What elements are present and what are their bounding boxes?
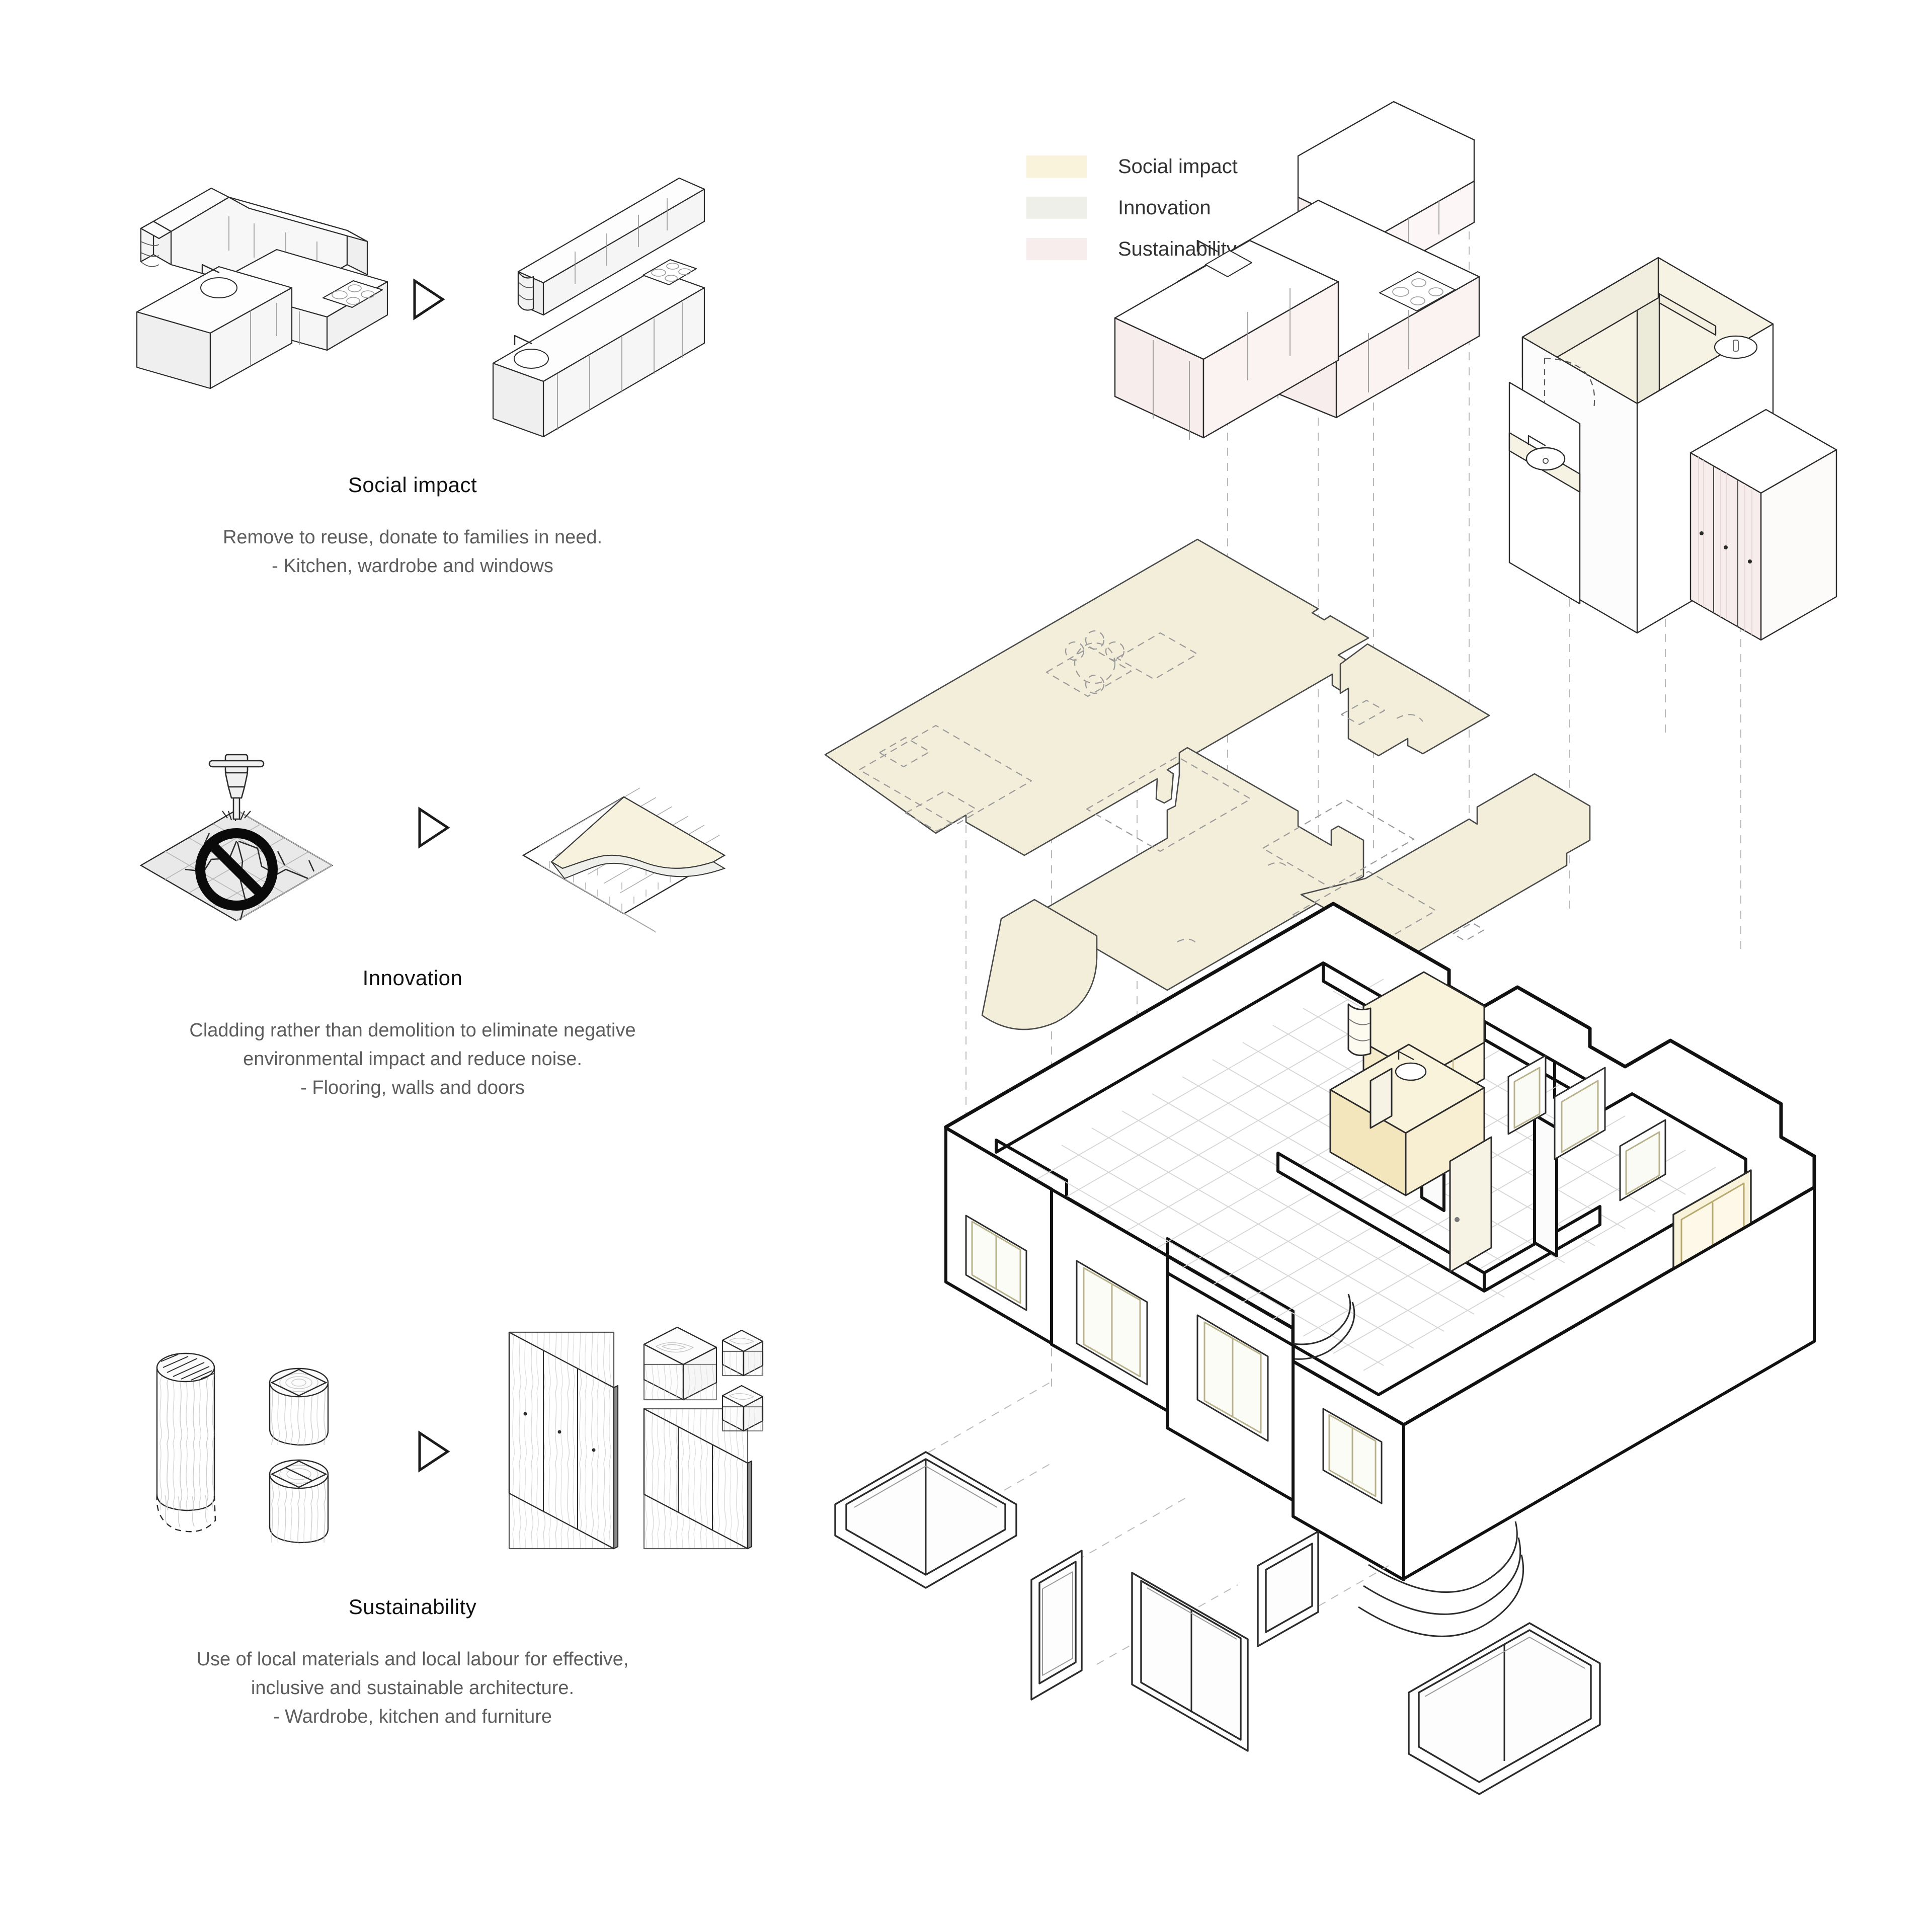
legend-swatch-social-impact bbox=[1026, 155, 1087, 178]
window-set bbox=[834, 1381, 1601, 1795]
triangle-right-icon bbox=[418, 807, 450, 849]
legend-swatch-innovation bbox=[1026, 197, 1087, 219]
legend-swatch-sustainability bbox=[1026, 238, 1087, 260]
timber-logs-icon bbox=[156, 1352, 329, 1544]
floor-plate bbox=[824, 538, 1591, 1030]
triangle-right-icon bbox=[413, 278, 445, 320]
strategy-line: Use of local materials and local labour … bbox=[196, 1649, 629, 1670]
strategy-figures-innovation bbox=[60, 704, 765, 966]
strategy-line: environmental impact and reduce noise. bbox=[243, 1049, 582, 1070]
timber-panels-blocks-icon bbox=[508, 1326, 764, 1550]
exploded-axonometric-apartment bbox=[824, 101, 1837, 1795]
wardrobe-module bbox=[1689, 409, 1837, 641]
strategy-title-innovation: Innovation bbox=[362, 966, 463, 990]
strategy-figures-social-impact bbox=[60, 151, 765, 473]
linear-kitchen-icon bbox=[492, 177, 705, 438]
strategy-block-innovation: Innovation Cladding rather than demoliti… bbox=[60, 704, 765, 1102]
kitchen-module bbox=[1114, 101, 1480, 440]
legend-label-innovation: Innovation bbox=[1118, 196, 1211, 219]
strategy-figures-sustainability bbox=[60, 1303, 765, 1595]
strategy-title-social-impact: Social impact bbox=[348, 473, 477, 497]
strategy-body-sustainability: Use of local materials and local labour … bbox=[60, 1645, 765, 1731]
strategy-line: Cladding rather than demolition to elimi… bbox=[189, 1020, 636, 1041]
strategy-line: - Wardrobe, kitchen and furniture bbox=[273, 1706, 552, 1727]
triangle-right-icon bbox=[418, 1430, 450, 1473]
strategy-block-sustainability: Sustainability Use of local materials an… bbox=[60, 1303, 765, 1731]
strategy-line: - Flooring, walls and doors bbox=[300, 1077, 525, 1098]
strategy-line: Remove to reuse, donate to families in n… bbox=[222, 527, 603, 548]
legend-label-social-impact: Social impact bbox=[1118, 155, 1238, 178]
legend-item-sustainability: Sustainability bbox=[1026, 228, 1238, 270]
strategy-title-sustainability: Sustainability bbox=[348, 1595, 477, 1619]
apartment-shell bbox=[944, 902, 1816, 1581]
legend-item-innovation: Innovation bbox=[1026, 187, 1238, 228]
legend-label-sustainability: Sustainability bbox=[1118, 237, 1237, 260]
legend-item-social-impact: Social impact bbox=[1026, 146, 1238, 187]
strategy-block-social-impact: Social impact Remove to reuse, donate to… bbox=[60, 151, 765, 581]
strategy-line: inclusive and sustainable architecture. bbox=[251, 1677, 575, 1699]
l-shaped-kitchen-icon bbox=[136, 187, 388, 389]
floor-cladding-icon bbox=[522, 787, 726, 933]
legend: Social impact Innovation Sustainability bbox=[1026, 146, 1238, 270]
strategy-line: - Kitchen, wardrobe and windows bbox=[272, 555, 553, 577]
jackhammer-prohibited-icon bbox=[139, 754, 334, 922]
strategy-body-social-impact: Remove to reuse, donate to families in n… bbox=[60, 523, 765, 581]
strategy-body-innovation: Cladding rather than demolition to elimi… bbox=[60, 1016, 765, 1102]
